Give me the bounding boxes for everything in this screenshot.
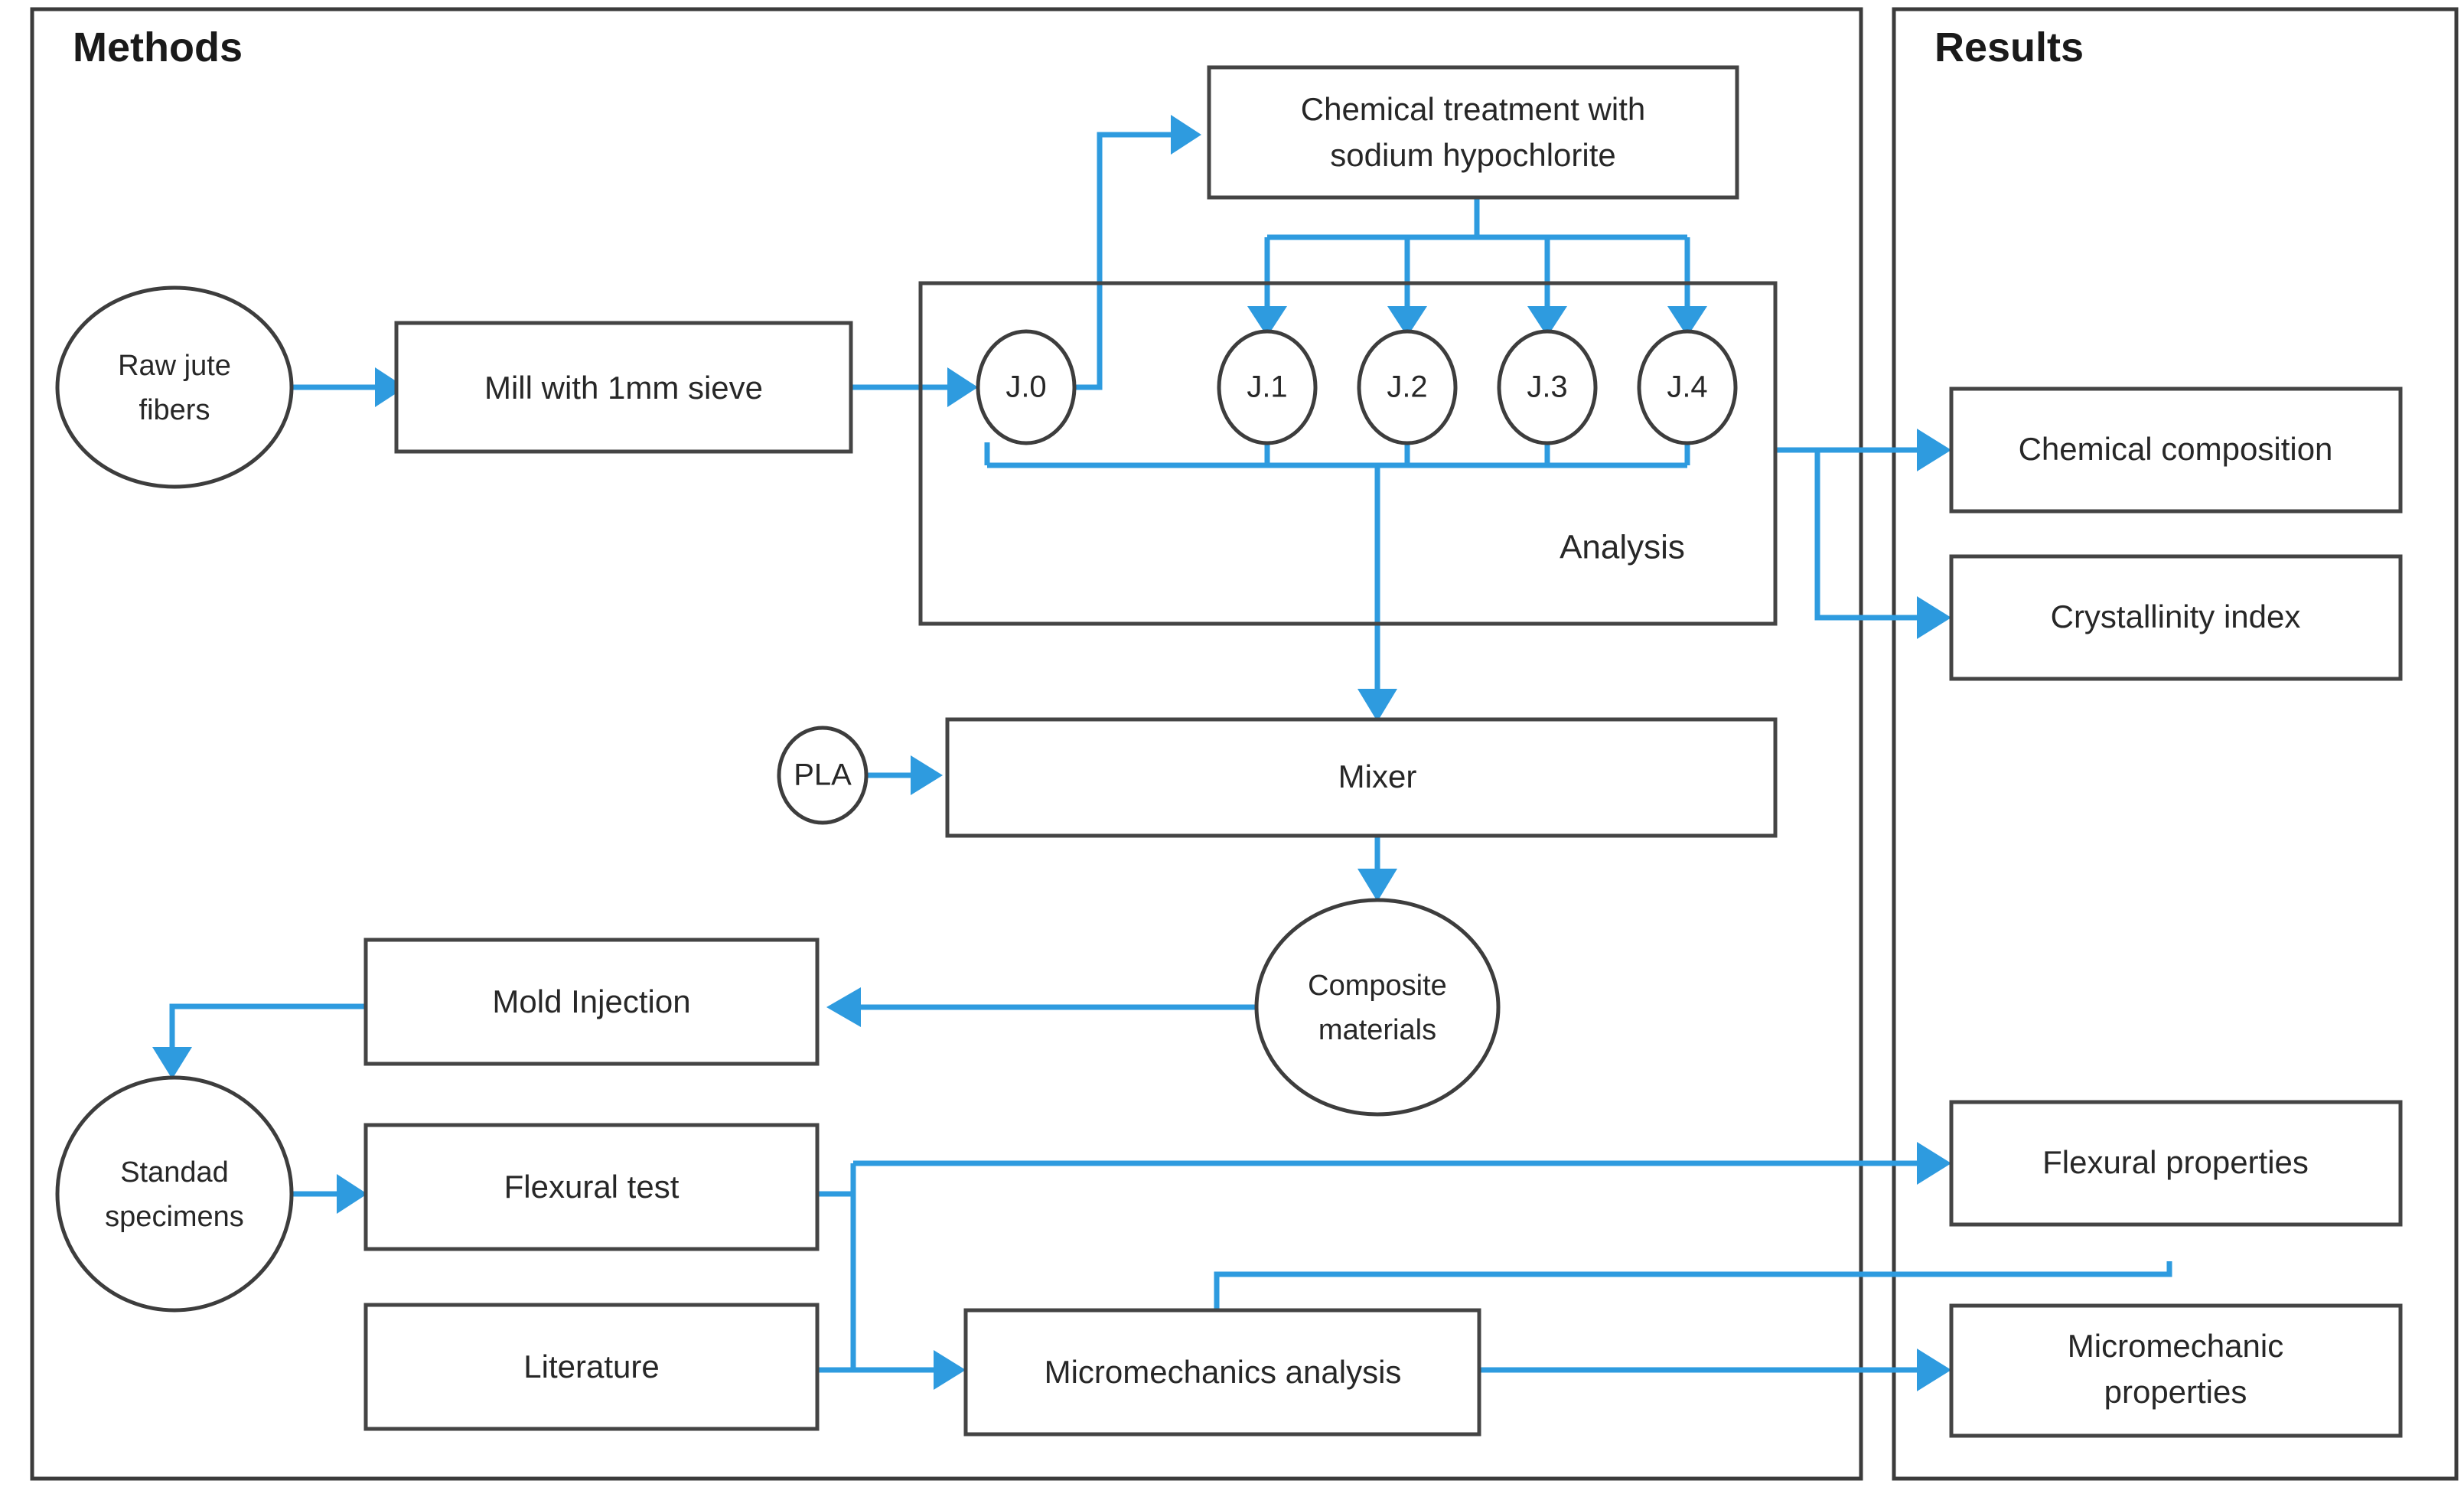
chemical-treatment-label-line2: sodium hypochlorite xyxy=(1330,137,1616,173)
node-micromechanics-analysis[interactable]: Micromechanics analysis xyxy=(963,1308,1481,1437)
node-sample-j0[interactable]: J.0 xyxy=(976,329,1077,445)
sample-j4-ellipse[interactable] xyxy=(1637,329,1738,445)
flexural-test-rect[interactable] xyxy=(363,1123,820,1251)
flexural-properties-label: Flexural properties xyxy=(2042,1144,2309,1180)
node-sample-j2[interactable]: J.2 xyxy=(1357,329,1458,445)
edge-rawjute-to-mill xyxy=(292,367,406,407)
micromechanic-properties-rect[interactable] xyxy=(1949,1303,2403,1438)
composite-materials-label-line1: Composite xyxy=(1308,970,1447,1002)
analysis-group-label: Analysis xyxy=(1560,529,1685,566)
composite-materials-label-line2: materials xyxy=(1318,1014,1436,1046)
node-pla[interactable]: PLA xyxy=(777,726,869,825)
raw-jute-fibers-label-line1: Raw jute xyxy=(118,350,231,382)
pla-ellipse[interactable] xyxy=(777,726,869,825)
mixer-rect[interactable] xyxy=(945,717,1778,838)
methods-panel-title: Methods xyxy=(73,24,243,70)
edge-micromechanics-to-micromechanic-properties xyxy=(1479,1349,1951,1391)
crystallinity-index-label: Crystallinity index xyxy=(2051,598,2301,634)
mill-rect[interactable] xyxy=(394,321,853,454)
node-sample-j4[interactable]: J.4 xyxy=(1637,329,1738,445)
sample-j0-ellipse[interactable] xyxy=(976,329,1077,445)
standard-specimens-label-line2: specimens xyxy=(105,1201,244,1233)
crystallinity-index-rect[interactable] xyxy=(1949,554,2403,681)
edge-specimens-to-flexural-test xyxy=(292,1174,367,1214)
pla-label: PLA xyxy=(794,758,852,792)
node-literature[interactable]: Literature xyxy=(363,1303,820,1431)
results-panel-title: Results xyxy=(1934,24,2084,70)
edge-flexural-test-to-flexural-properties xyxy=(853,1142,1951,1185)
sample-j2-ellipse[interactable] xyxy=(1357,329,1458,445)
raw-jute-fibers-label-line2: fibers xyxy=(139,394,210,426)
composite-materials-ellipse[interactable] xyxy=(1254,898,1501,1117)
node-sample-j3[interactable]: J.3 xyxy=(1497,329,1598,445)
sample-j2-label: J.2 xyxy=(1387,370,1427,404)
edge-analysis-to-crystallinity-index xyxy=(1814,450,1951,639)
node-crystallinity-index[interactable]: Crystallinity index xyxy=(1949,554,2403,681)
edge-bus-to-j1 xyxy=(1247,237,1287,337)
edge-mixer-to-composite xyxy=(1357,836,1397,902)
edge-pla-to-mixer xyxy=(865,755,943,795)
chemical-treatment-label-line1: Chemical treatment with xyxy=(1301,91,1646,127)
micromechanics-analysis-rect[interactable] xyxy=(963,1308,1481,1437)
micromechanics-analysis-label: Micromechanics analysis xyxy=(1045,1354,1402,1390)
mill-label: Mill with 1mm sieve xyxy=(484,370,763,406)
edge-bus-to-j4 xyxy=(1667,237,1707,337)
standard-specimens-label-line1: Standad xyxy=(120,1156,229,1189)
node-raw-jute-fibers[interactable]: Raw jute fibers xyxy=(55,285,294,489)
node-chemical-composition[interactable]: Chemical composition xyxy=(1949,386,2403,514)
sample-j3-ellipse[interactable] xyxy=(1497,329,1598,445)
sample-j1-label: J.1 xyxy=(1247,370,1287,404)
flexural-test-label: Flexural test xyxy=(504,1169,680,1205)
node-chemical-treatment[interactable]: Chemical treatment with sodium hypochlor… xyxy=(1207,65,1739,200)
edge-chemical-treatment-bus xyxy=(1267,197,1687,240)
node-mill[interactable]: Mill with 1mm sieve xyxy=(394,321,853,454)
edge-literature-to-micromechanics xyxy=(817,1350,966,1390)
standard-specimens-ellipse[interactable] xyxy=(55,1075,294,1313)
edge-mold-injection-to-specimens xyxy=(152,1003,366,1079)
literature-label: Literature xyxy=(523,1349,659,1384)
analysis-group-rect[interactable] xyxy=(918,281,1778,626)
node-analysis-group[interactable]: Analysis xyxy=(918,281,1778,626)
raw-jute-fibers-ellipse[interactable] xyxy=(55,285,294,489)
edge-flexural-test-junction xyxy=(817,1163,856,1370)
edge-samples-collector-bus xyxy=(984,442,1690,468)
node-micromechanic-properties[interactable]: Micromechanic properties xyxy=(1949,1303,2403,1438)
node-mold-injection[interactable]: Mold Injection xyxy=(363,938,820,1066)
node-flexural-properties[interactable]: Flexural properties xyxy=(1949,1100,2403,1227)
edge-mill-to-j0 xyxy=(851,367,978,407)
mold-injection-label: Mold Injection xyxy=(492,983,690,1019)
chemical-treatment-rect[interactable] xyxy=(1207,65,1739,200)
mixer-label: Mixer xyxy=(1338,758,1417,794)
node-flexural-test[interactable]: Flexural test xyxy=(363,1123,820,1251)
connector-layer xyxy=(152,115,2172,1391)
literature-rect[interactable] xyxy=(363,1303,820,1431)
node-composite-materials[interactable]: Composite materials xyxy=(1254,898,1501,1117)
edge-bus-to-j3 xyxy=(1527,237,1567,337)
edge-analysis-to-mixer xyxy=(1357,465,1397,722)
sample-j4-label: J.4 xyxy=(1667,370,1707,404)
node-sample-j1[interactable]: J.1 xyxy=(1217,329,1318,445)
edge-composite-to-mold-injection xyxy=(826,987,1256,1027)
sample-j1-ellipse[interactable] xyxy=(1217,329,1318,445)
micromechanic-properties-label-line1: Micromechanic xyxy=(2068,1328,2283,1364)
flexural-properties-rect[interactable] xyxy=(1949,1100,2403,1227)
sample-j3-label: J.3 xyxy=(1527,370,1567,404)
results-panel-border xyxy=(1892,7,2459,1481)
micromechanic-properties-label-line2: properties xyxy=(2104,1374,2247,1410)
node-standard-specimens[interactable]: Standad specimens xyxy=(55,1075,294,1313)
results-panel: Results xyxy=(1892,7,2459,1481)
chemical-composition-label: Chemical composition xyxy=(2019,431,2333,467)
edge-analysis-to-chemical-composition xyxy=(1775,429,1951,471)
mold-injection-rect[interactable] xyxy=(363,938,820,1066)
chemical-composition-rect[interactable] xyxy=(1949,386,2403,514)
edge-bus-to-j2 xyxy=(1387,237,1427,337)
sample-j0-label: J.0 xyxy=(1005,370,1046,404)
node-mixer[interactable]: Mixer xyxy=(945,717,1778,838)
